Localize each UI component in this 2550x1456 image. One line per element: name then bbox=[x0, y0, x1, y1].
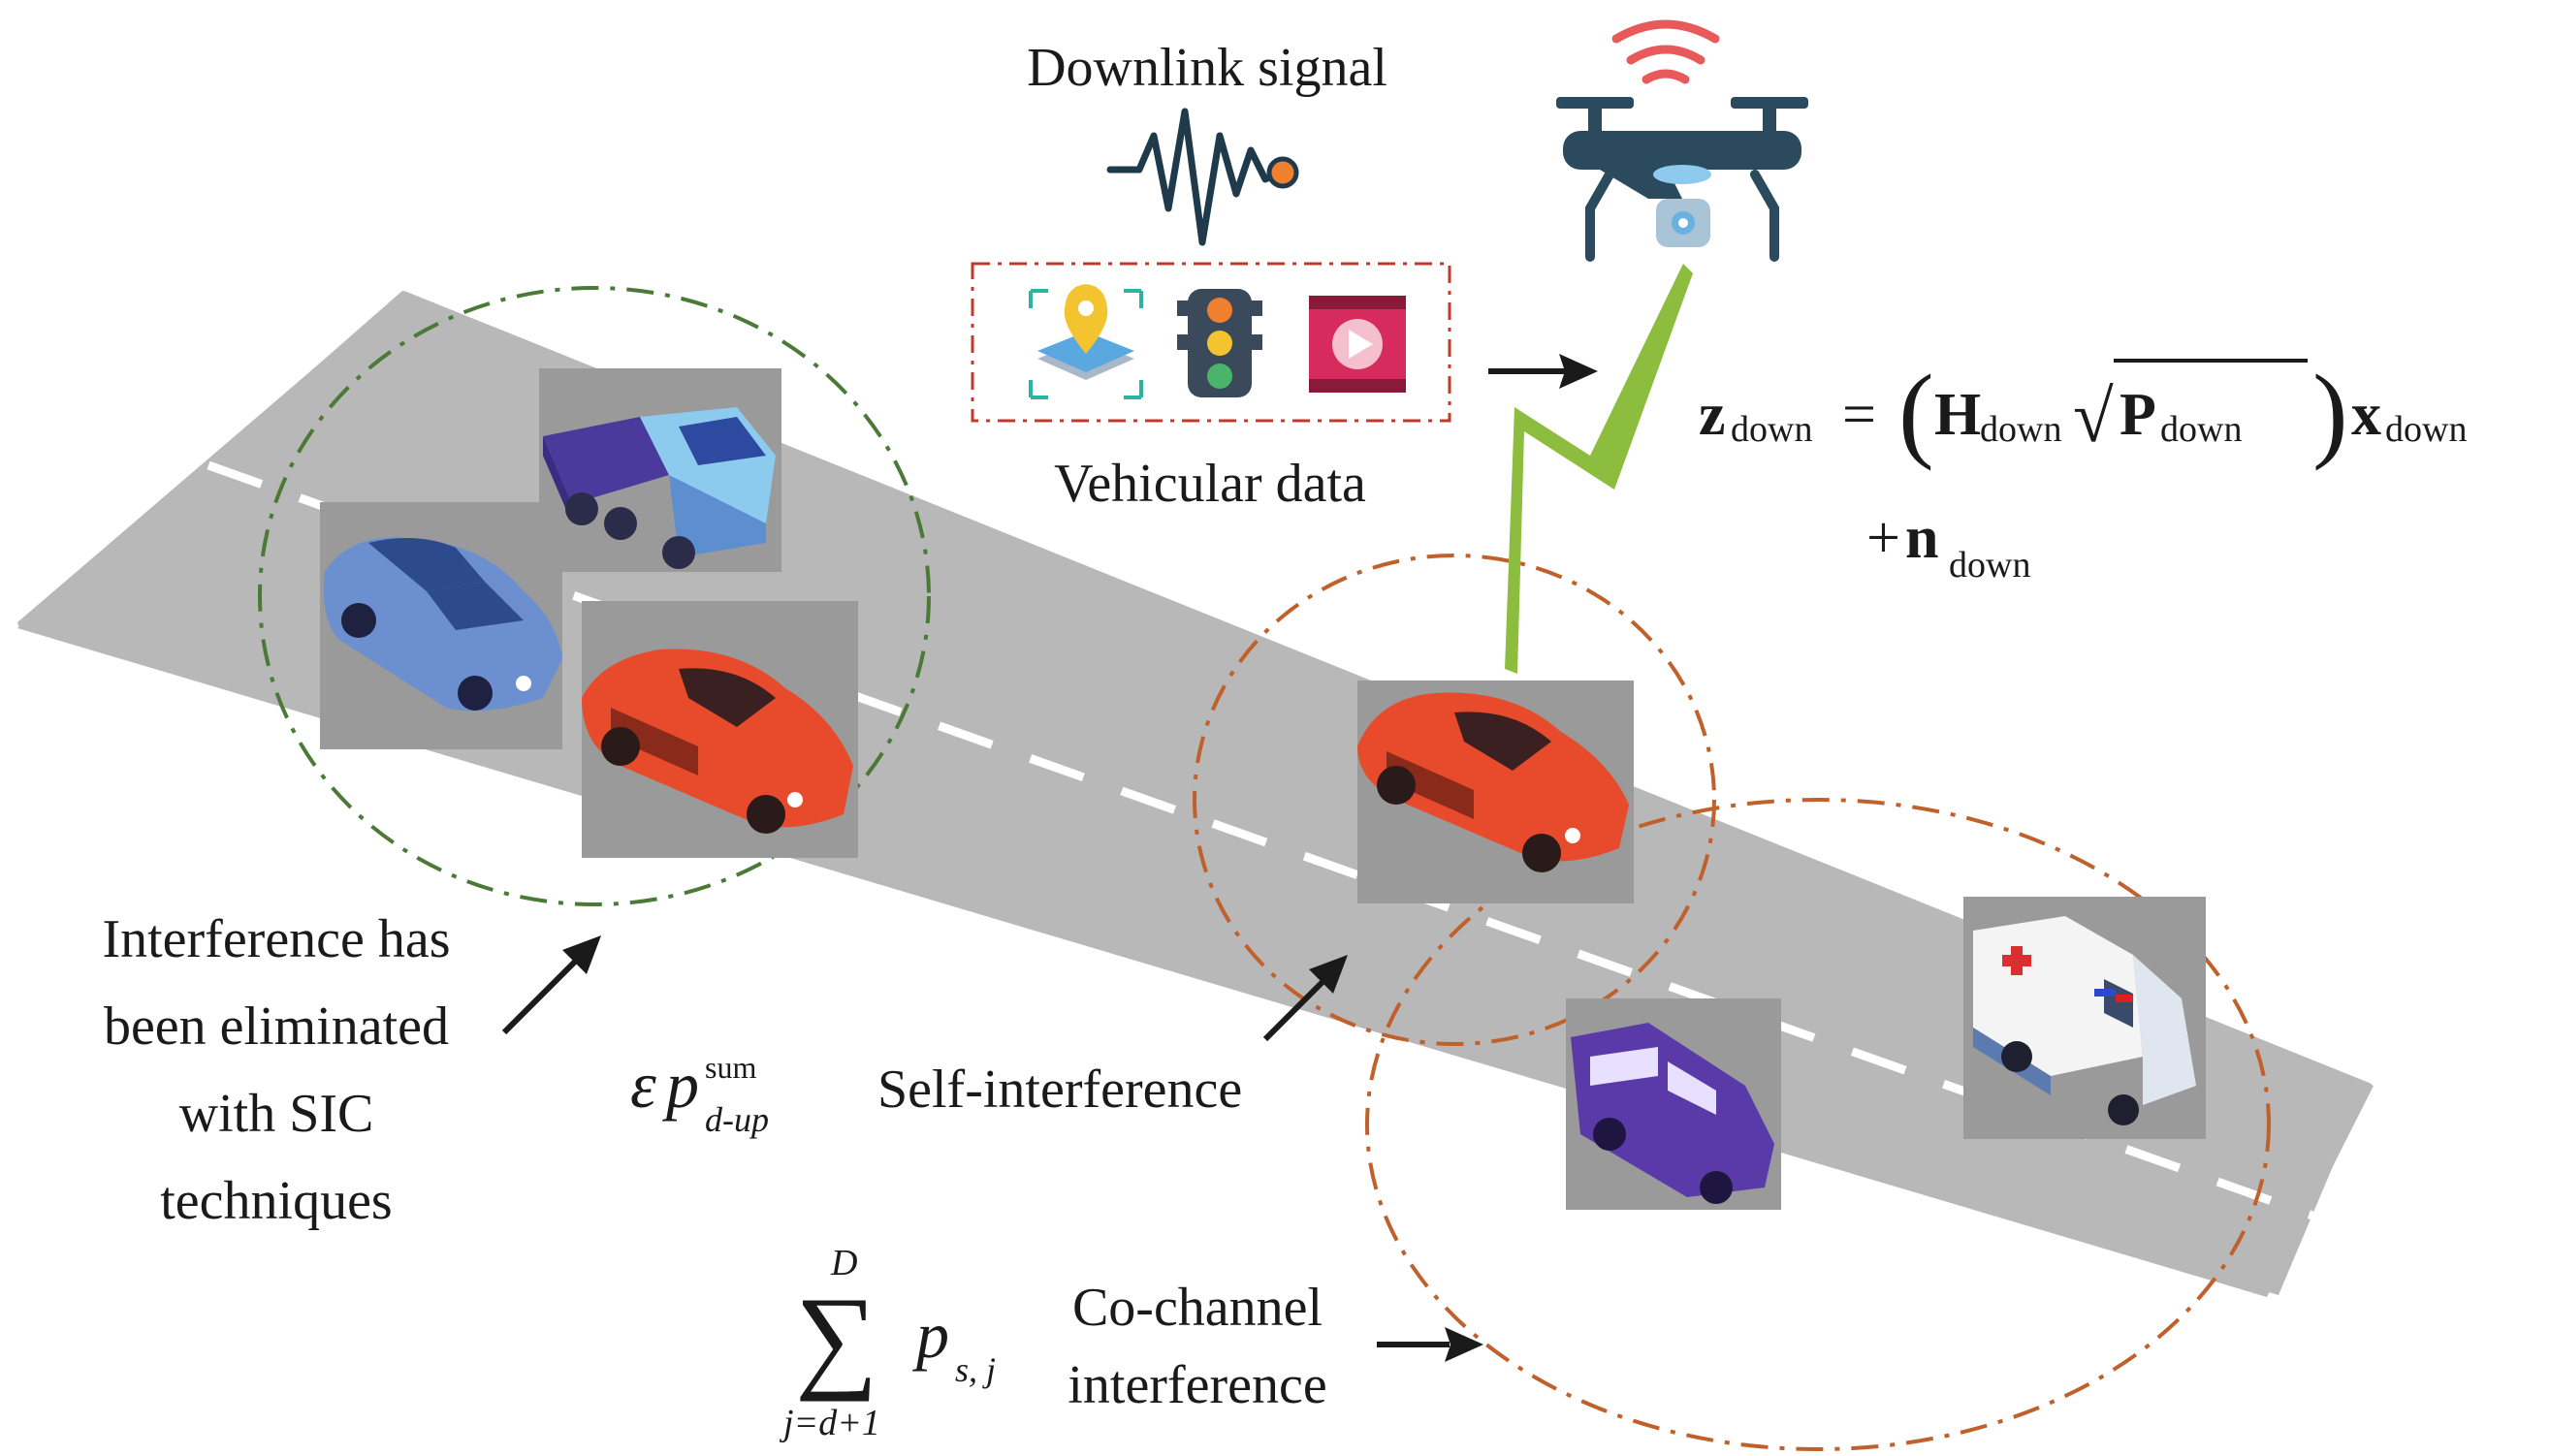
self-interference-label: Self-interference bbox=[877, 1060, 1242, 1120]
eq-x: x bbox=[2351, 382, 2381, 448]
cochannel-arrow bbox=[1377, 1327, 1483, 1362]
video-play-icon bbox=[1309, 296, 1406, 393]
traffic-light-icon bbox=[1177, 289, 1262, 397]
cochannel-upper: D bbox=[830, 1243, 857, 1283]
sic-line-1: Interference has bbox=[102, 909, 450, 969]
lightning-link-icon bbox=[1505, 264, 1693, 674]
waveform-icon bbox=[1106, 108, 1299, 246]
self-epsilon: ε bbox=[630, 1048, 656, 1122]
sic-label: Interference has been eliminated with SI… bbox=[102, 909, 450, 1231]
eq-z: z bbox=[1699, 382, 1726, 448]
pickup-truck-icon bbox=[539, 368, 781, 572]
red-car-left-icon bbox=[582, 601, 858, 858]
drone-icon bbox=[1556, 97, 1808, 262]
data-to-drone-arrow bbox=[1488, 354, 1598, 389]
eq-n-sub: down bbox=[1949, 545, 2030, 586]
map-location-icon bbox=[1029, 284, 1143, 399]
blue-car-icon bbox=[320, 502, 562, 749]
eq-H-sub: down bbox=[1980, 409, 2061, 450]
cochannel-lower: j=d+1 bbox=[779, 1403, 880, 1443]
eq-P: P bbox=[2120, 382, 2156, 448]
purple-van-icon bbox=[1566, 998, 1781, 1210]
eq-P-sub: down bbox=[2160, 409, 2242, 450]
cochannel-circle bbox=[1365, 798, 2271, 1451]
eq-sqrt: √ bbox=[2073, 376, 2114, 458]
downlink-equation: z down = ( H down √ P down ) x down + n … bbox=[1699, 353, 2467, 586]
self-interference-arrow bbox=[1262, 955, 1348, 1042]
sic-line-3: with SIC bbox=[179, 1084, 374, 1144]
cochannel-sub: s, j bbox=[955, 1350, 996, 1389]
self-sup: sum bbox=[705, 1050, 756, 1085]
self-interference-term: ε p sum d-up bbox=[630, 1048, 769, 1139]
eq-lparen: ( bbox=[1898, 353, 1934, 471]
sic-line-4: techniques bbox=[160, 1171, 392, 1231]
eq-x-sub: down bbox=[2385, 409, 2467, 450]
sic-line-2: been eliminated bbox=[104, 997, 449, 1057]
cochannel-sigma: ∑ bbox=[795, 1273, 878, 1402]
vehicular-data-label: Vehicular data bbox=[1054, 454, 1366, 514]
cochannel-term: D ∑ j=d+1 p s, j bbox=[779, 1243, 996, 1443]
eq-H: H bbox=[1934, 382, 1981, 448]
eq-rparen: ) bbox=[2312, 353, 2348, 471]
self-interference-circle bbox=[1193, 554, 1716, 1046]
wifi-signal-icon bbox=[1611, 19, 1720, 84]
cochannel-p: p bbox=[912, 1298, 949, 1372]
eq-z-sub: down bbox=[1731, 409, 1812, 450]
downlink-signal-label: Downlink signal bbox=[1027, 38, 1387, 98]
eq-equals: = bbox=[1842, 382, 1876, 448]
eq-plus: + bbox=[1866, 505, 1900, 571]
cochannel-label-line-2: interference bbox=[1068, 1355, 1326, 1415]
sic-arrow bbox=[501, 935, 601, 1035]
self-sub: d-up bbox=[705, 1100, 769, 1139]
eq-n: n bbox=[1905, 505, 1938, 571]
cochannel-label-line-1: Co-channel bbox=[1072, 1278, 1323, 1338]
ambulance-icon bbox=[1963, 897, 2206, 1139]
sic-area-circle bbox=[258, 286, 931, 906]
red-car-middle-icon bbox=[1357, 681, 1634, 903]
vehicular-data-box bbox=[971, 262, 1451, 423]
self-p: p bbox=[662, 1048, 699, 1122]
